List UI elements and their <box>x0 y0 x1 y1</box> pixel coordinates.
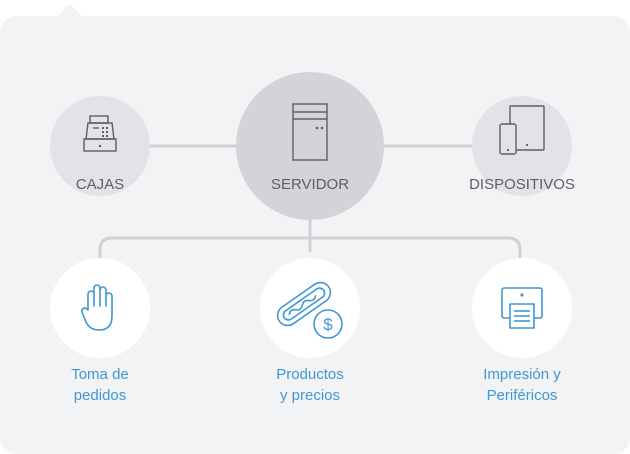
impresion-perifericos-line1: Impresión y <box>483 366 561 383</box>
productos-precios-line2: y precios <box>279 387 341 404</box>
devices-icon <box>499 105 545 155</box>
cajas-node <box>50 96 150 196</box>
productos-precios-label: Productos y precios <box>240 364 380 406</box>
dispositivos-node <box>472 96 572 196</box>
toma-pedidos-line1: Toma de <box>71 366 129 383</box>
servidor-node <box>236 72 384 220</box>
hotdog-price-icon: $ <box>276 281 343 339</box>
productos-precios-line1: Productos <box>276 366 344 383</box>
impresion-perifericos-label: Impresión y Periféricos <box>452 364 592 406</box>
printer-icon <box>501 287 543 329</box>
hand-icon <box>81 284 113 331</box>
toma-pedidos-label: Toma de pedidos <box>30 364 170 406</box>
server-icon <box>292 103 328 161</box>
cash-register-icon <box>83 115 117 152</box>
toma-pedidos-node <box>50 258 150 358</box>
dispositivos-label: DISPOSITIVOS <box>469 176 575 193</box>
panel-notch <box>58 4 82 16</box>
cajas-label: CAJAS <box>75 176 125 193</box>
svg-text:$: $ <box>323 315 333 334</box>
servidor-label: SERVIDOR <box>270 176 350 193</box>
impresion-perifericos-line2: Periféricos <box>486 387 558 404</box>
productos-precios-node: $ <box>260 258 360 358</box>
impresion-perifericos-node <box>472 258 572 358</box>
toma-pedidos-line2: pedidos <box>73 387 127 404</box>
